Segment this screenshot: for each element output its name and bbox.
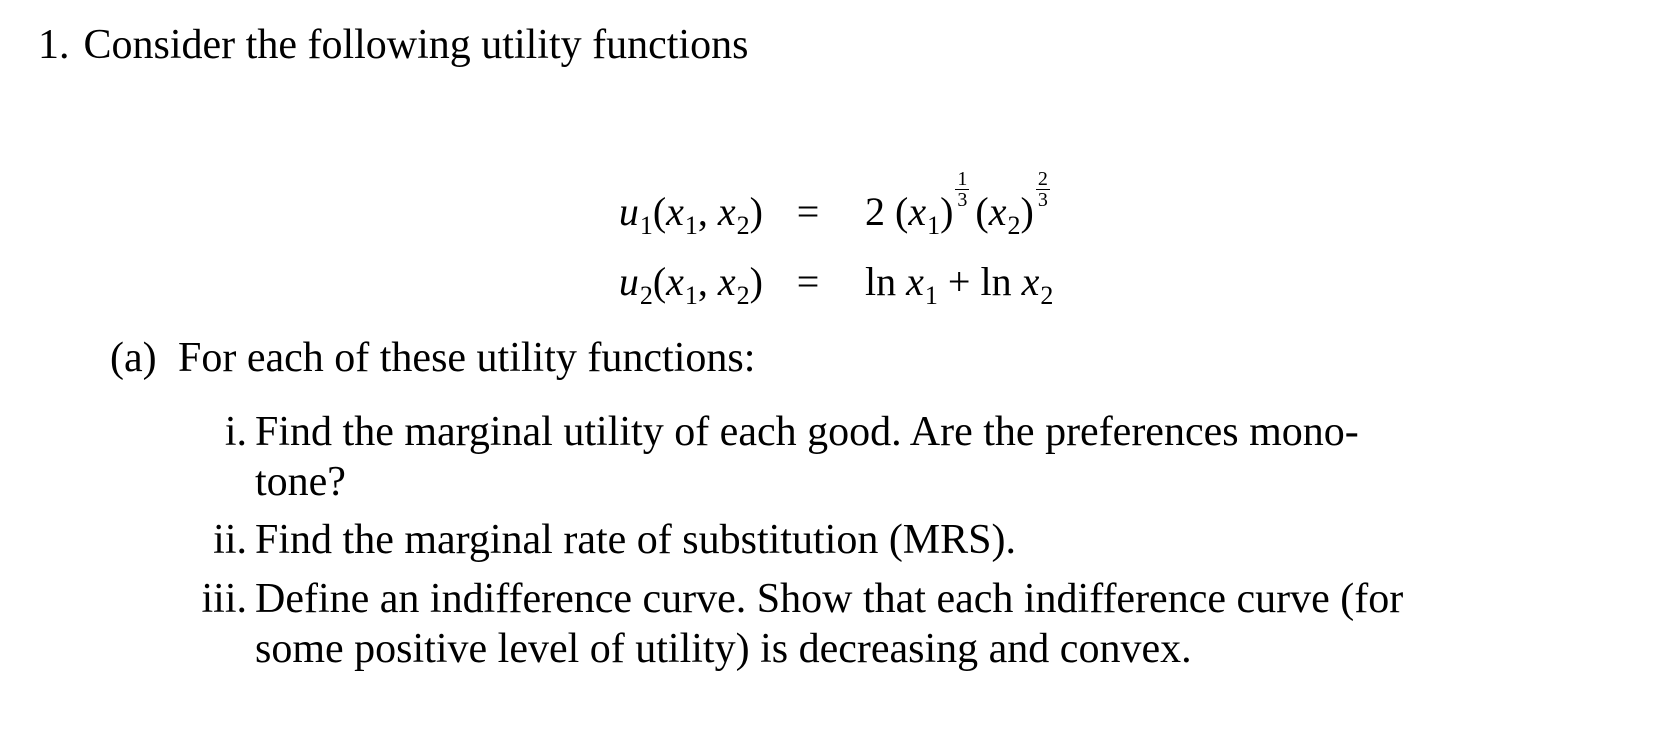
part-a-text: For each of these utility functions: <box>178 335 756 381</box>
equation-1-lhs: u1(x1, x2) <box>618 189 763 240</box>
equation-2-equals-sign: = <box>796 259 820 304</box>
problem-heading: 1. Consider the following utility functio… <box>38 20 748 70</box>
equation-1-equals-sign: = <box>796 189 820 234</box>
subquestion-label: i. <box>224 409 247 455</box>
subquestion-text: Find the marginal rate of substitution (… <box>255 517 1017 563</box>
subquestion-label: ii. <box>213 517 247 563</box>
subquestion-text: Define an indifference curve. Show that … <box>255 576 1404 672</box>
equation-2-rhs: ln x1 + ln x2 <box>865 259 1054 310</box>
problem-number: 1. <box>38 22 70 68</box>
problem-intro: Consider the following utility functions <box>83 22 749 68</box>
part-a-heading: (a) For each of these utility functions: <box>110 333 755 383</box>
part-a-label: (a) <box>110 335 157 381</box>
subquestion-i: i. Find the marginal utility of each goo… <box>225 407 1515 507</box>
subquestion-text: Find the marginal utility of each good. … <box>255 409 1359 505</box>
subquestion-iii: iii. Define an indifference curve. Show … <box>201 574 1515 674</box>
subquestion-label: iii. <box>201 576 247 622</box>
subquestion-ii: ii. Find the marginal rate of substituti… <box>213 515 1515 565</box>
equation-2-lhs: u2(x1, x2) <box>618 259 763 310</box>
